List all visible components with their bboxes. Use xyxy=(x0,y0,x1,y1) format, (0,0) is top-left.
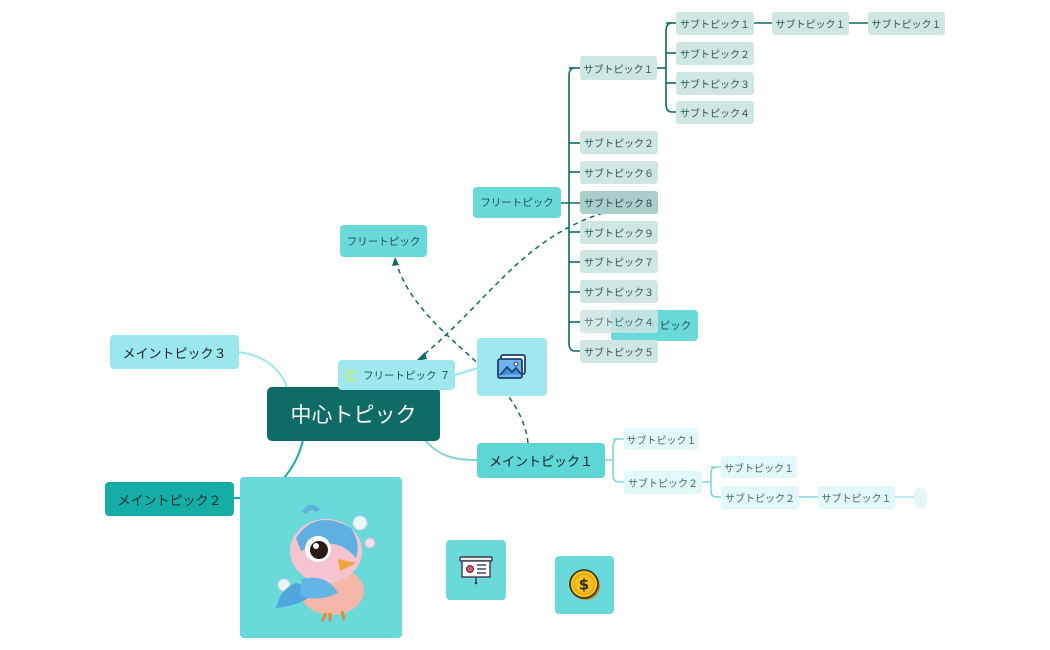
subtopic-label: サブトピック４ xyxy=(584,318,654,329)
subtopic-label: サブトピック１ xyxy=(583,64,654,76)
floating-topic-b[interactable]: フリートピック xyxy=(473,187,561,218)
s1-children-ticks xyxy=(666,22,676,84)
subtopic-label: サブトピック８ xyxy=(584,199,654,210)
empty-topic-placeholder[interactable] xyxy=(914,488,927,508)
subtopic-list-3-selected[interactable]: サブトピック８ xyxy=(580,191,658,214)
main1-s2-child-2[interactable]: サブトピック２ xyxy=(721,486,799,509)
s1-children-spine xyxy=(665,22,676,113)
subtopic-label: サブトピック１ xyxy=(680,20,750,31)
main-topic-3-label: メイントピック３ xyxy=(122,346,227,362)
subtopic-label: サブトピック１ xyxy=(871,20,942,31)
coin-topic[interactable]: $ xyxy=(555,556,614,614)
subtopic-label: サブトピック６ xyxy=(584,169,654,180)
relationship-line-1 xyxy=(419,212,604,359)
image-icon xyxy=(497,354,526,379)
presentation-topic[interactable] xyxy=(446,540,506,600)
subtopic-label: サブトピック２ xyxy=(680,50,750,61)
bird-image-topic[interactable] xyxy=(240,477,402,638)
subtopic-list-1[interactable]: サブトピック２ xyxy=(580,131,658,154)
subtopic-label: サブトピック５ xyxy=(584,348,654,359)
main1-subtopic-1[interactable]: サブトピック１ xyxy=(624,428,699,450)
floating-topic-a[interactable]: フリートピック xyxy=(340,225,427,257)
branch-ticks xyxy=(569,67,580,323)
subtopic-label: サブトピック３ xyxy=(584,288,654,299)
subtopic-label: サブトピック７ xyxy=(584,258,654,269)
subtopic-chain-2[interactable]: サブトピック１ xyxy=(868,12,945,35)
subtopic-list-8[interactable]: サブトピック５ xyxy=(580,340,658,363)
main1-s2-child-1[interactable]: サブトピック１ xyxy=(721,456,797,478)
floating-topic-c[interactable]: フリートピック ７ xyxy=(338,360,455,390)
link-central-main1 xyxy=(424,439,478,461)
subtopic-list-6[interactable]: サブトピック３ xyxy=(580,280,658,303)
central-topic-label: 中心トピック xyxy=(290,403,417,427)
subtopic-label: サブトピック２ xyxy=(584,139,654,150)
floating-topic-b-label: フリートピック xyxy=(480,197,554,209)
main1-subtopic-2[interactable]: サブトピック２ xyxy=(624,471,702,494)
link-central-main3 xyxy=(237,351,289,391)
main1-chain-1[interactable]: サブトピック１ xyxy=(818,486,895,509)
presentation-icon xyxy=(459,556,493,585)
subtopic-label: サブトピック１ xyxy=(626,435,697,447)
subtopic-label: サブトピック４ xyxy=(680,109,750,120)
subtopic-label: サブトピック１ xyxy=(775,20,846,31)
subtopic-s1-child-2[interactable]: サブトピック２ xyxy=(676,42,754,65)
subtopic-s1-child-4[interactable]: サブトピック４ xyxy=(676,101,754,124)
loading-icon xyxy=(346,369,357,381)
subtopic-label: サブトピック１ xyxy=(821,494,892,505)
dollar-coin-icon: $ xyxy=(568,569,600,600)
main-topic-1-label: メイントピック１ xyxy=(488,455,593,470)
main-topic-1[interactable]: メイントピック１ xyxy=(477,443,605,478)
link-float-image xyxy=(454,367,479,376)
subtopic-label: サブトピック３ xyxy=(680,80,750,91)
floating-topic-a-label: フリートピック xyxy=(346,235,421,248)
central-topic[interactable]: 中心トピック xyxy=(267,387,440,441)
subtopic-list-5[interactable]: サブトピック７ xyxy=(580,250,658,273)
main-topic-2-label: メイントピック２ xyxy=(117,493,222,509)
subtopic-list-2[interactable]: サブトピック６ xyxy=(580,161,658,184)
subtopic-s1-child-3[interactable]: サブトピック３ xyxy=(676,72,754,95)
subtopic-list-7[interactable]: サブトピック４ xyxy=(580,310,658,333)
subtopic-label: サブトピック９ xyxy=(584,229,654,240)
subtopic-list-4[interactable]: サブトピック９ xyxy=(580,221,658,244)
relationship-arrowhead-1 xyxy=(416,352,427,361)
subtopic-upper-s1[interactable]: サブトピック１ xyxy=(580,56,657,80)
subtopic-label: サブトピック２ xyxy=(725,494,795,505)
main1-s2-spine xyxy=(702,466,721,498)
subtopic-label: サブトピック２ xyxy=(628,479,698,490)
bird-illustration xyxy=(276,504,376,622)
relationship-line-2 xyxy=(395,261,529,444)
subtopic-label: サブトピック１ xyxy=(724,463,794,475)
subtopic-chain-1[interactable]: サブトピック１ xyxy=(772,12,849,35)
main-topic-2[interactable]: メイントピック２ xyxy=(105,482,234,516)
main-topic-3[interactable]: メイントピック３ xyxy=(110,335,239,369)
subtopic-s1-child-1[interactable]: サブトピック１ xyxy=(676,12,754,35)
svg-text:$: $ xyxy=(578,576,588,594)
relationship-arrowhead-2 xyxy=(392,257,399,266)
image-topic[interactable] xyxy=(477,338,547,396)
branch-spine xyxy=(568,67,580,352)
floating-topic-c-label: フリートピック ７ xyxy=(363,369,451,382)
main1-branch-spine xyxy=(605,438,624,483)
